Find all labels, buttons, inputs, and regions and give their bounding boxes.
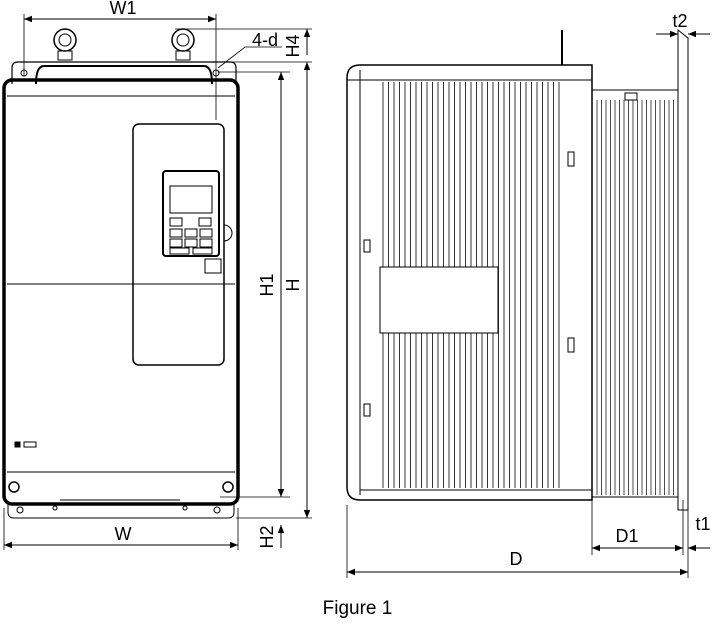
label-4-d: 4-d xyxy=(252,30,278,50)
leader-4-d xyxy=(217,46,282,69)
label-w1: W1 xyxy=(110,0,137,18)
front-cover xyxy=(132,123,225,366)
heatsink-fins xyxy=(596,100,679,495)
side-enclosure xyxy=(346,64,593,501)
keypad-buttons xyxy=(169,217,213,255)
label-d: D xyxy=(510,549,523,569)
keypad xyxy=(162,170,220,257)
label-h2: H2 xyxy=(257,525,277,548)
label-h4: H4 xyxy=(283,34,303,57)
label-h: H xyxy=(283,279,303,292)
label-d1: D1 xyxy=(615,526,638,546)
top-flange xyxy=(11,61,237,84)
eye-bolt-left xyxy=(53,28,77,52)
eye-bolt-right xyxy=(171,28,195,52)
front-view xyxy=(2,28,240,519)
mounting-bracket xyxy=(677,28,689,511)
bottom-flange xyxy=(7,504,235,519)
figure-caption: Figure 1 xyxy=(322,598,393,619)
side-view xyxy=(346,28,689,511)
label-h1: H1 xyxy=(257,273,277,296)
heatsink xyxy=(591,89,683,498)
side-window xyxy=(379,266,499,334)
label-t2: t2 xyxy=(672,11,687,31)
label-w: W xyxy=(115,524,132,544)
label-t1: t1 xyxy=(695,514,710,534)
front-enclosure xyxy=(2,78,240,506)
